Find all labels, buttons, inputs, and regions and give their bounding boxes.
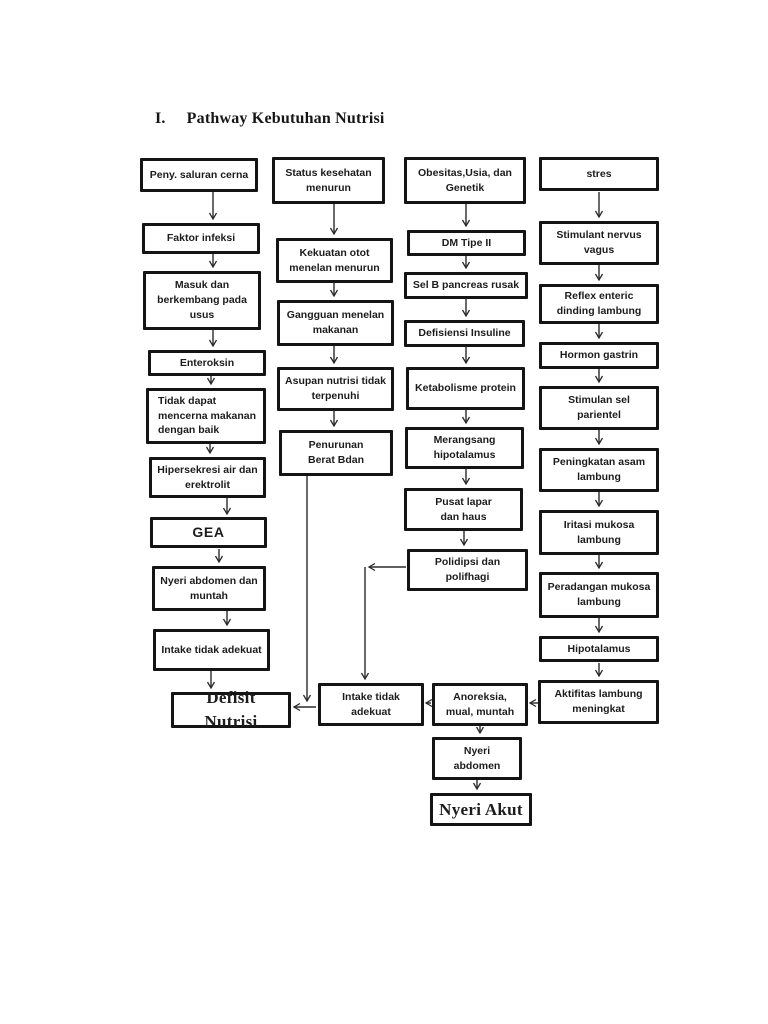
node-intake-tidak-adekuat-1: Intake tidak adekuat bbox=[153, 629, 270, 671]
node-hipersekresi-air: Hipersekresi air dan erektrolit bbox=[149, 457, 266, 498]
node-reflex-enteric: Reflex enteric dinding lambung bbox=[539, 284, 659, 324]
page-title: I. Pathway Kebutuhan Nutrisi bbox=[155, 110, 385, 128]
node-nyeri-akut: Nyeri Akut bbox=[430, 793, 532, 826]
node-status-kesehatan: Status kesehatan menurun bbox=[272, 157, 385, 204]
node-nyeri-abdomen-muntah: Nyeri abdomen dan muntah bbox=[152, 566, 266, 611]
node-gangguan-menelan: Gangguan menelan makanan bbox=[277, 300, 394, 346]
node-nyeri-abdomen-2: Nyeri abdomen bbox=[432, 737, 522, 780]
node-dm-tipe-2: DM Tipe II bbox=[407, 230, 526, 256]
node-anoreksia-mual-muntah: Anoreksia, mual, muntah bbox=[432, 683, 528, 726]
node-peradangan-mukosa: Peradangan mukosa lambung bbox=[539, 572, 659, 618]
node-hipotalamus: Hipotalamus bbox=[539, 636, 659, 662]
node-stres: stres bbox=[539, 157, 659, 191]
node-iritasi-mukosa: Iritasi mukosa lambung bbox=[539, 510, 659, 555]
node-faktor-infeksi: Faktor infeksi bbox=[142, 223, 260, 254]
node-sel-b-pancreas: Sel B pancreas rusak bbox=[404, 272, 528, 299]
node-kekuatan-otot: Kekuatan otot menelan menurun bbox=[276, 238, 393, 283]
node-obesitas-usia-genetik: Obesitas,Usia, dan Genetik bbox=[404, 157, 526, 204]
title-numeral: I. bbox=[155, 110, 166, 127]
node-enteroksin: Enteroksin bbox=[148, 350, 266, 376]
node-merangsang-hipotalamus: Merangsang hipotalamus bbox=[405, 427, 524, 469]
node-hormon-gastrin: Hormon gastrin bbox=[539, 342, 659, 369]
node-ketabolisme-protein: Ketabolisme protein bbox=[406, 367, 525, 410]
node-masuk-berkembang-usus: Masuk dan berkembang pada usus bbox=[143, 271, 261, 330]
node-asupan-nutrisi: Asupan nutrisi tidak terpenuhi bbox=[277, 367, 394, 411]
node-tidak-dapat-mencerna: Tidak dapat mencerna makanan dengan baik bbox=[146, 388, 266, 444]
title-text: Pathway Kebutuhan Nutrisi bbox=[186, 110, 385, 127]
node-aktifitas-lambung: Aktifitas lambung meningkat bbox=[538, 680, 659, 724]
node-intake-tidak-adekuat-2: Intake tidak adekuat bbox=[318, 683, 424, 726]
node-defisiensi-insuline: Defisiensi Insuline bbox=[404, 320, 525, 347]
node-polidipsi-polifhagi: Polidipsi dan polifhagi bbox=[407, 549, 528, 591]
node-peny-saluran-cerna: Peny. saluran cerna bbox=[140, 158, 258, 192]
node-stimulan-sel-parientel: Stimulan sel parientel bbox=[539, 386, 659, 430]
node-penurunan-berat-badan: Penurunan Berat Bdan bbox=[279, 430, 393, 476]
node-pusat-lapar-haus: Pusat lapar dan haus bbox=[404, 488, 523, 531]
node-gea: GEA bbox=[150, 517, 267, 548]
node-peningkatan-asam: Peningkatan asam lambung bbox=[539, 448, 659, 492]
node-stimulant-nervus-vagus: Stimulant nervus vagus bbox=[539, 221, 659, 265]
node-defisit-nutrisi: Defisit Nutrisi bbox=[171, 688, 291, 731]
